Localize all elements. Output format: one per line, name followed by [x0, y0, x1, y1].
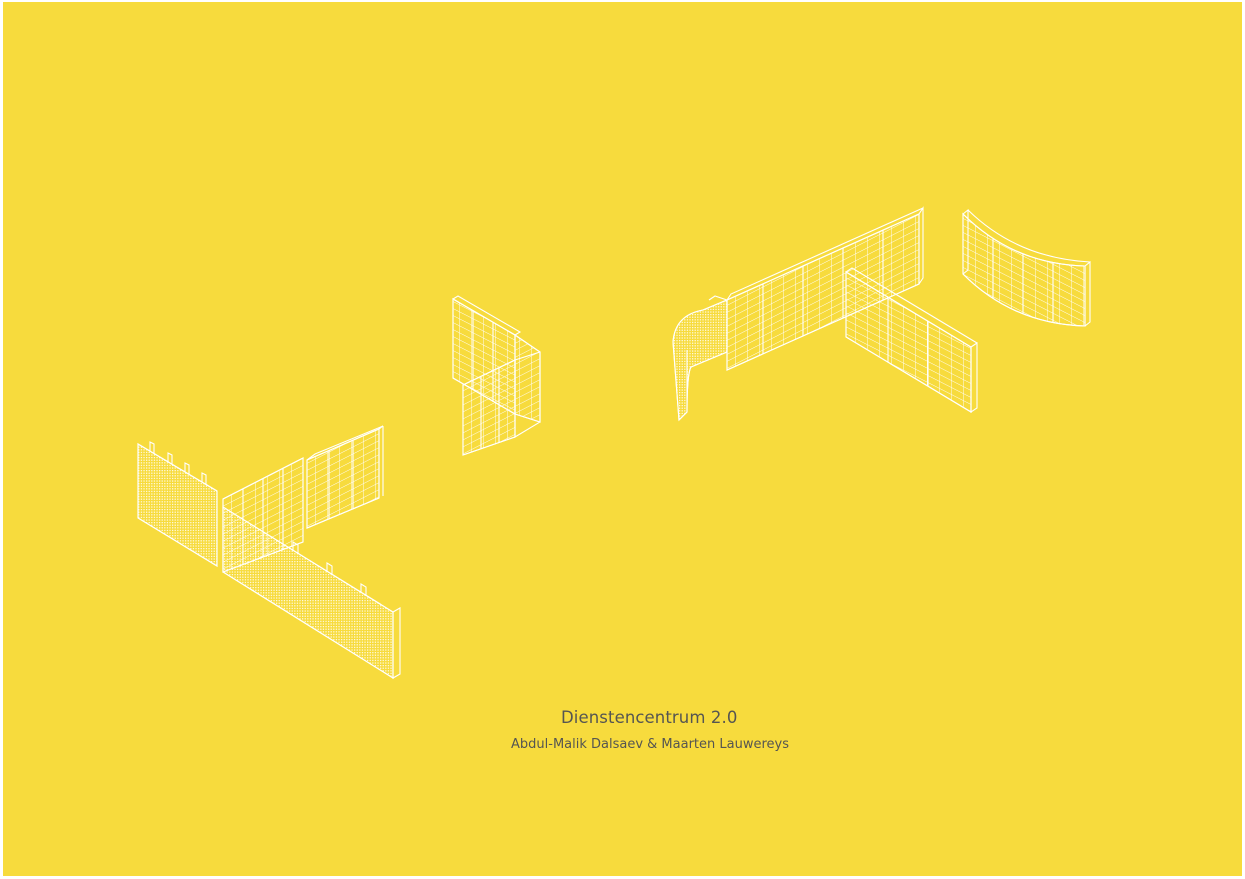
shelf-group-middle: [452, 295, 541, 456]
poster-title: Dienstencentrum 2.0: [561, 708, 738, 727]
poster-canvas: Dienstencentrum 2.0 Abdul-Malik Dalsaev …: [3, 2, 1242, 876]
poster-background: [3, 2, 1242, 876]
isometric-drawing: [3, 2, 1242, 876]
poster-authors: Abdul-Malik Dalsaev & Maarten Lauwereys: [511, 737, 789, 752]
wall-group-right: [672, 206, 978, 422]
wall-group-left: [137, 425, 401, 679]
curved-shelf-right: [962, 208, 1091, 327]
